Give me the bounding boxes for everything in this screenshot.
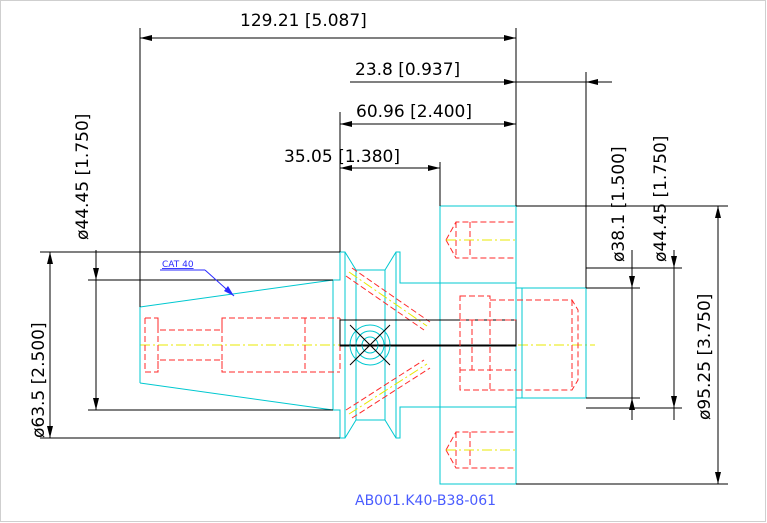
dim-flange-gauge [340,165,440,171]
dim-text-taper-dia: ø44.45 [1.750] [73,114,93,240]
pilot-bore [459,295,579,391]
dim-text-bore-dia: ø38.1 [1.500] [609,146,629,262]
dim-overall [140,35,516,41]
dim-flange-dia [47,252,53,438]
dim-text-overall: 129.21 [5.087] [240,11,367,31]
dim-bore-dia [629,250,635,420]
pilot [515,287,587,399]
taper-label: CAT 40 [162,260,194,270]
dim-text-flange-dia: ø63.5 [2.500] [29,322,49,438]
dim-text-face-dia: ø95.25 [3.750] [695,294,715,420]
dim-taper-dia [93,250,99,410]
cat40-leader [160,269,235,297]
coolant-channels [345,267,431,419]
part-number: AB001.K40-B38-061 [355,493,496,509]
extension-lines [40,28,728,485]
dim-flange-offset [350,79,612,85]
dim-text-flange-gauge: 35.05 [1.380] [284,147,400,167]
dim-face-dia [715,206,721,484]
taper-shank [139,279,334,411]
dim-text-flange-offset: 23.8 [0.937] [355,60,460,80]
center-hub [339,319,517,366]
clamp-screw-bottom [445,431,516,469]
clamp-screw-top [445,221,516,259]
dim-text-pilot-dia: ø44.45 [1.750] [651,136,671,262]
dim-body [340,121,516,127]
dim-pilot-dia [671,250,677,420]
dim-text-body: 60.96 [2.400] [356,102,472,122]
